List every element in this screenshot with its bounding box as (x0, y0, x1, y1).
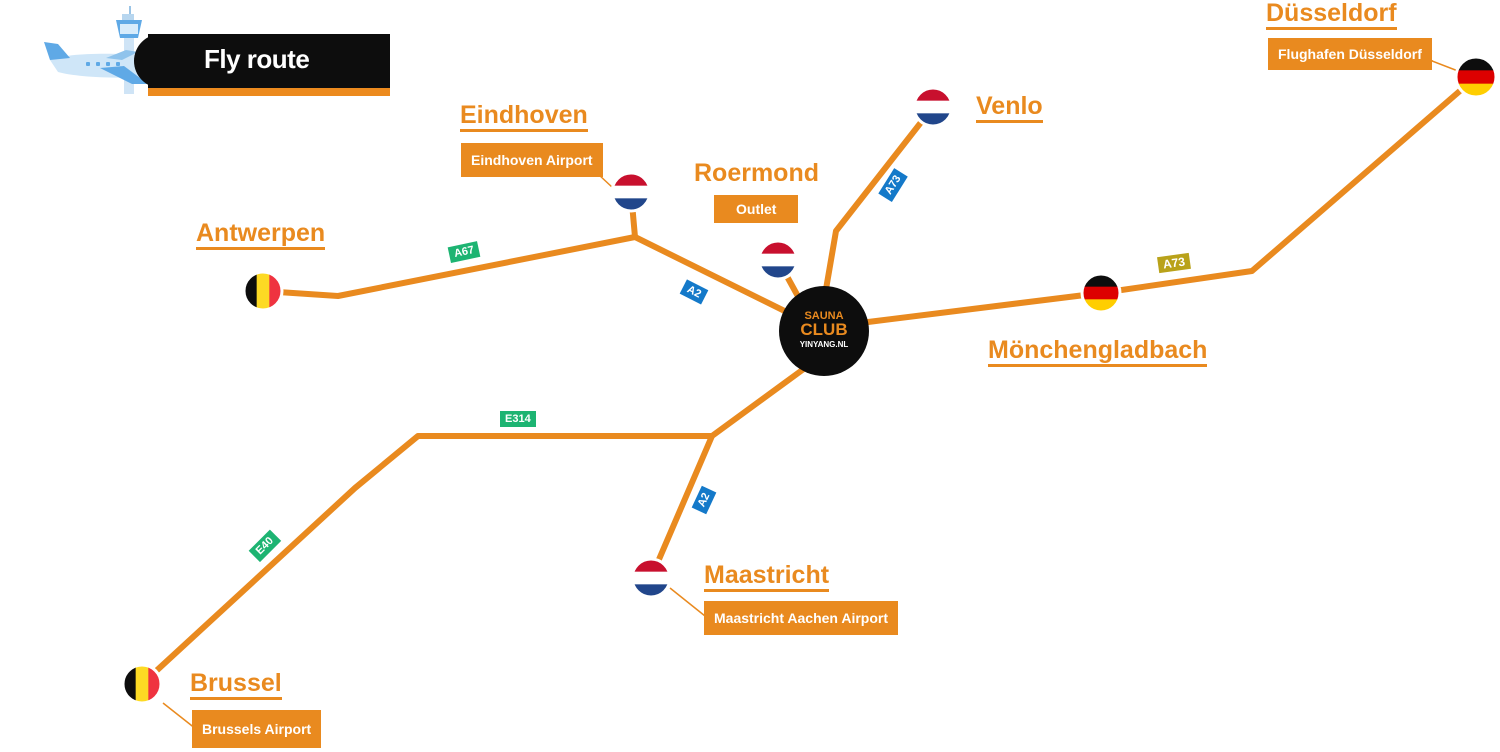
hub-label-line3: YINYANG.NL (799, 340, 849, 349)
flags-layer (121, 55, 1498, 705)
city-label-brussel: Brussel (190, 670, 282, 701)
sauna-club-hub: SAUNA CLUB YINYANG.NL (779, 286, 869, 376)
airport-label-maastricht: Maastricht Aachen Airport (704, 601, 898, 635)
route-lines (139, 74, 1479, 687)
route-hub-maastricht (648, 365, 808, 581)
header-accent-bar (148, 88, 390, 96)
hub-label-line2: CLUB (800, 320, 848, 339)
page-title: Fly route (204, 44, 310, 74)
outlet-label-roermond: Outlet (714, 195, 799, 223)
city-label-venlo: Venlo (976, 93, 1043, 124)
flag-ring-maastricht (630, 557, 672, 599)
city-label-antwerpen: Antwerpen (196, 220, 326, 251)
route-antwerpen-hub (260, 234, 828, 334)
airport-label-brussel: Brussels Airport (192, 710, 322, 748)
city-label-eindhoven: Eindhoven (460, 102, 588, 133)
flag-ring-brussel (121, 663, 163, 705)
flag-ring-roermond (757, 239, 799, 281)
flag-ring-antwerpen (242, 270, 284, 312)
airport-label-eindhoven: Eindhoven Airport (461, 143, 603, 177)
flag-ring-monchengladbach (1080, 272, 1122, 314)
city-label-dusseldorf: Düsseldorf (1266, 0, 1397, 31)
city-label-maastricht: Maastricht (704, 562, 830, 593)
city-label-roermond: Roermond (694, 159, 819, 187)
route-brussel-hub (139, 433, 715, 687)
route-dusseldorf-hub (865, 74, 1479, 325)
city-label-monchengladbach: Mönchengladbach (988, 337, 1208, 368)
route-venlo-hub (822, 104, 936, 298)
header-banner (134, 34, 390, 88)
flag-ring-dusseldorf (1454, 55, 1498, 99)
flag-ring-venlo (912, 86, 954, 128)
flag-ring-eindhoven (610, 171, 652, 213)
road-badge-e314: E314 (500, 411, 536, 427)
airport-label-dusseldorf: Flughafen Düsseldorf (1268, 38, 1432, 70)
hub-label-line1: SAUNA (804, 310, 844, 322)
page-header: Fly route (40, 0, 390, 100)
